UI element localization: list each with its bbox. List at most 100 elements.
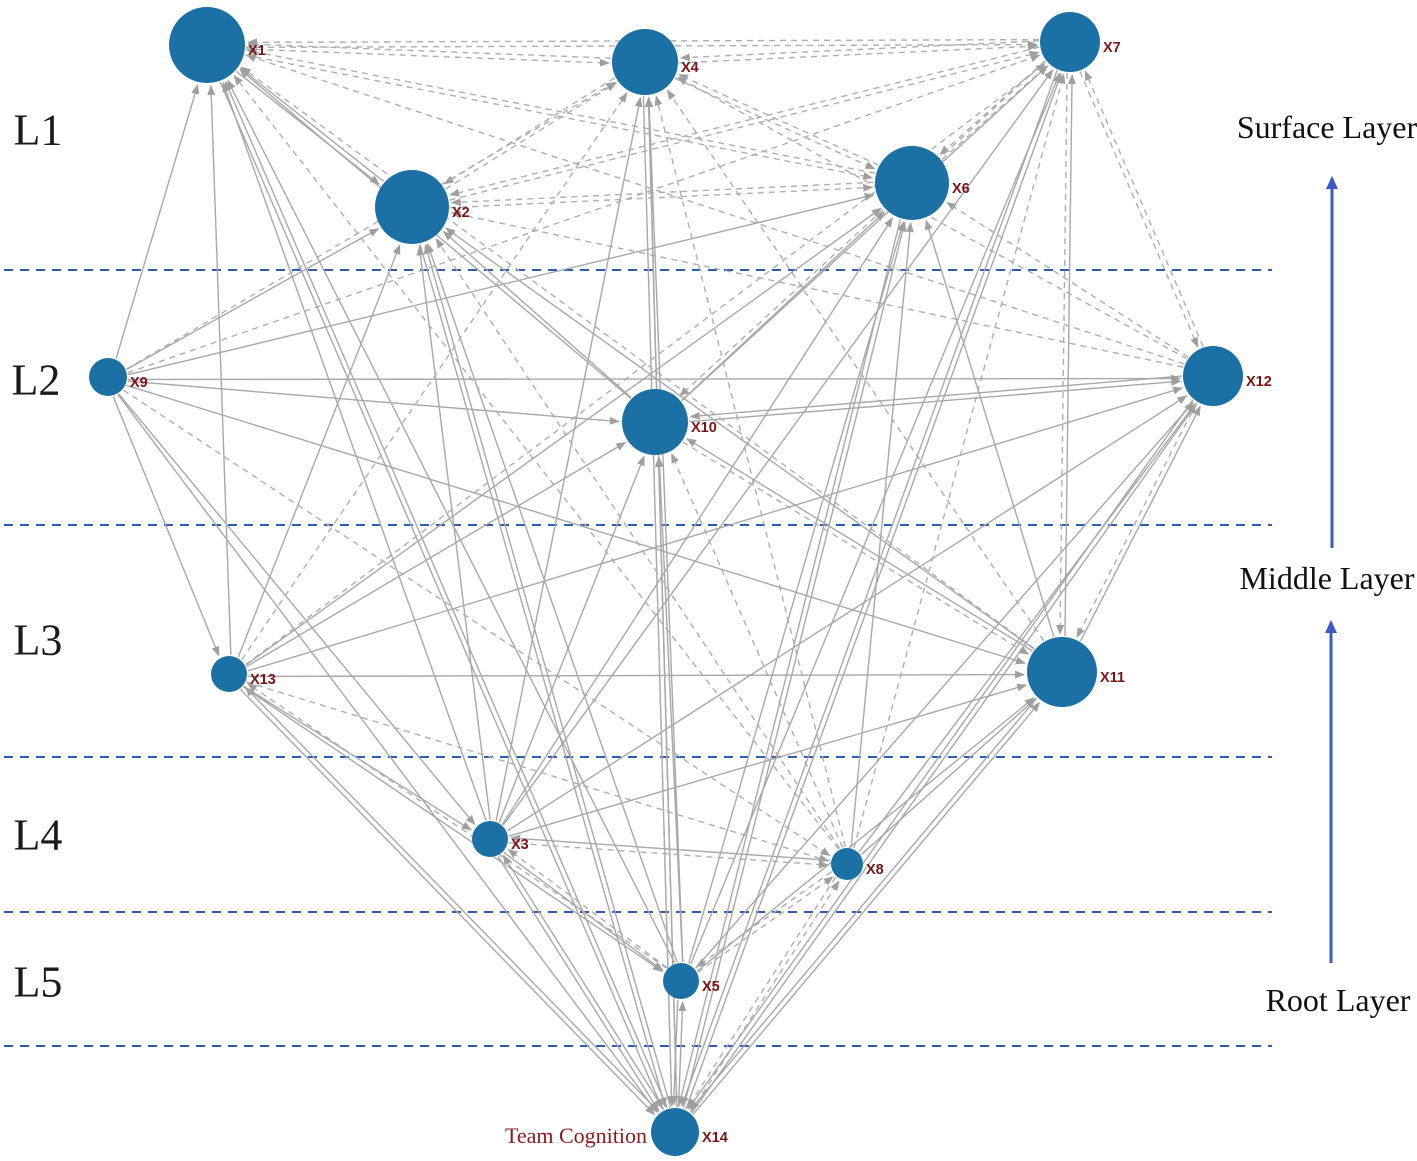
edge-X13-X6 bbox=[245, 207, 882, 666]
edge-X11-X10 bbox=[686, 438, 1033, 652]
node-label-X1: X1 bbox=[248, 43, 266, 59]
edge-X9-X6 bbox=[127, 193, 875, 376]
edge-X10-X12 bbox=[689, 377, 1182, 423]
edge-X13-X3 bbox=[243, 685, 472, 831]
edge-X13-X10 bbox=[246, 441, 627, 668]
edge-X14-X1 bbox=[224, 80, 669, 1109]
edge-X10-X14 bbox=[652, 456, 676, 1107]
node-X9 bbox=[89, 358, 127, 396]
node-X3 bbox=[472, 821, 508, 857]
edge-X13-X4 bbox=[241, 92, 628, 661]
node-label-X11: X11 bbox=[1100, 670, 1125, 686]
edge-X2-X14 bbox=[419, 244, 667, 1108]
edge-X8-X6 bbox=[850, 222, 914, 848]
edge-X3-X14 bbox=[497, 856, 660, 1112]
edge-X5-X14 bbox=[669, 999, 679, 1106]
team-cognition-label: Team Cognition bbox=[505, 1123, 647, 1148]
edge-X4-X1 bbox=[247, 40, 612, 59]
edge-X5-X2 bbox=[426, 243, 678, 963]
node-label-X13: X13 bbox=[250, 672, 276, 688]
edge-X7-X12 bbox=[1079, 71, 1199, 348]
edge-X8-X12 bbox=[858, 403, 1196, 853]
edge-X9-X12 bbox=[128, 374, 1182, 383]
edge-X14-X10 bbox=[654, 456, 678, 1107]
edge-X3-X11 bbox=[508, 683, 1028, 837]
node-label-X2: X2 bbox=[452, 205, 470, 221]
edge-X1-X2 bbox=[235, 70, 380, 185]
edge-X4-X6 bbox=[674, 77, 876, 170]
edge-X8-X3 bbox=[510, 834, 831, 862]
edge-X5-X11 bbox=[696, 697, 1035, 972]
node-label-X7: X7 bbox=[1103, 40, 1121, 56]
edge-X8-X10 bbox=[670, 453, 844, 848]
node-X14 bbox=[651, 1108, 699, 1156]
edge-X7-X2 bbox=[449, 46, 1040, 197]
edge-X11-X2 bbox=[445, 227, 1035, 650]
side-label-surface-layer: Surface Layer bbox=[1237, 109, 1417, 145]
edge-X8-X1 bbox=[233, 74, 840, 850]
edge-X3-X10 bbox=[498, 455, 645, 823]
node-label-X3: X3 bbox=[511, 837, 529, 853]
edge-X3-X8 bbox=[508, 842, 829, 869]
edge-X12-X10 bbox=[689, 375, 1182, 420]
node-X13 bbox=[211, 656, 247, 692]
edge-X2-X7 bbox=[449, 50, 1040, 201]
edge-X13-X14 bbox=[239, 688, 656, 1116]
edge-X13-X5 bbox=[242, 686, 664, 972]
edge-X14-X5 bbox=[677, 1001, 687, 1108]
edge-X9-X14 bbox=[117, 394, 658, 1113]
edge-X9-X3 bbox=[118, 393, 476, 826]
node-X8 bbox=[831, 848, 863, 880]
edge-X3-X7 bbox=[502, 69, 1054, 826]
edge-X11-X4 bbox=[666, 89, 1045, 642]
edge-X6-X2 bbox=[450, 181, 874, 207]
edge-X11-X7 bbox=[1064, 74, 1076, 637]
edge-X5-X3 bbox=[507, 848, 668, 969]
edge-X12-X2 bbox=[450, 210, 1184, 368]
layer-label-L2: L2 bbox=[12, 356, 61, 405]
edge-X5-X13 bbox=[246, 683, 668, 969]
edge-X7-X4 bbox=[679, 40, 1039, 62]
edge-X3-X5 bbox=[503, 851, 664, 972]
layer-label-L1: L1 bbox=[14, 106, 63, 155]
node-label-X8: X8 bbox=[866, 862, 884, 878]
edge-X8-X4 bbox=[654, 95, 846, 848]
edge-X5-X12 bbox=[694, 401, 1194, 969]
node-X11 bbox=[1027, 637, 1097, 707]
edge-X3-X1 bbox=[222, 81, 487, 821]
edge-X8-X14 bbox=[686, 876, 837, 1109]
node-label-X6: X6 bbox=[952, 181, 970, 197]
edge-X10-X7 bbox=[681, 65, 1049, 402]
edge-X6-X14 bbox=[677, 219, 902, 1107]
edge-X4-X7 bbox=[679, 42, 1039, 64]
edge-X7-X10 bbox=[679, 60, 1046, 397]
edge-X10-X2 bbox=[442, 230, 632, 399]
node-label-X12: X12 bbox=[1246, 374, 1272, 390]
edge-X7-X14 bbox=[681, 70, 1058, 1107]
edge-X13-X7 bbox=[245, 63, 1046, 666]
edge-X1-X4 bbox=[245, 48, 610, 67]
layer-label-L4: L4 bbox=[14, 811, 63, 860]
edge-X5-X10 bbox=[655, 456, 684, 962]
edge-X13-X1 bbox=[207, 84, 232, 655]
node-label-X10: X10 bbox=[691, 420, 717, 436]
node-label-X14: X14 bbox=[702, 1130, 728, 1146]
edge-X14-X6 bbox=[682, 221, 907, 1109]
layer-label-L5: L5 bbox=[14, 958, 63, 1007]
edge-X3-X4 bbox=[495, 96, 643, 821]
edge-X3-X2 bbox=[416, 245, 491, 820]
edge-X8-X7 bbox=[853, 73, 1066, 849]
edge-X12-X14 bbox=[688, 399, 1194, 1110]
edge-X8-X11 bbox=[860, 698, 1037, 856]
edge-X5-X1 bbox=[227, 79, 676, 964]
edge-X14-X12 bbox=[690, 403, 1197, 1114]
edge-X14-X11 bbox=[692, 701, 1041, 1115]
edge-X3-X12 bbox=[506, 395, 1188, 832]
node-X5 bbox=[663, 963, 699, 999]
edge-X14-X13 bbox=[244, 686, 660, 1113]
edge-X9-X11 bbox=[126, 384, 1026, 665]
node-X12 bbox=[1183, 346, 1243, 406]
node-X4 bbox=[612, 29, 678, 95]
